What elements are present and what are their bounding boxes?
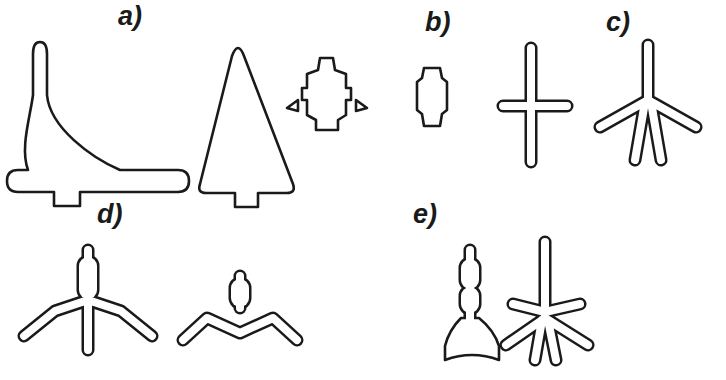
- fin-outline: [287, 100, 298, 111]
- figure-fill: [24, 45, 696, 360]
- capsule-outline: [417, 68, 447, 126]
- figure-outline: [24, 45, 696, 360]
- cross-fill: [503, 48, 567, 162]
- panel-label: a): [118, 2, 142, 32]
- fin-outline: [356, 100, 367, 111]
- panel-label: e): [413, 200, 437, 230]
- bulge-fill: [461, 268, 479, 304]
- bulge-outline: [459, 268, 482, 304]
- stem-outline: [464, 250, 477, 322]
- branch-outline: [600, 45, 696, 160]
- triangle-outline: [199, 48, 294, 207]
- star-fill: [506, 242, 588, 360]
- cross-outline: [503, 48, 567, 162]
- bulge-fill: [79, 266, 97, 290]
- chevron-outline: [183, 318, 297, 340]
- capsule-outline: [234, 276, 247, 308]
- star-outline: [506, 242, 588, 360]
- bulge-fill: [231, 288, 249, 298]
- panel-label: c): [606, 8, 630, 38]
- panel-label: d): [97, 200, 122, 230]
- panel-label: b): [425, 8, 450, 38]
- branch-fill: [600, 45, 696, 160]
- chevron-fill: [183, 318, 297, 340]
- branch-fill: [24, 250, 152, 350]
- bulge-outline: [77, 266, 100, 290]
- capsule-outline: [302, 58, 351, 130]
- bulge-outline: [229, 288, 252, 298]
- stem-fill: [466, 250, 474, 324]
- stand-outline: [7, 42, 189, 206]
- branch-outline: [24, 250, 152, 350]
- capsule-fill: [236, 276, 244, 308]
